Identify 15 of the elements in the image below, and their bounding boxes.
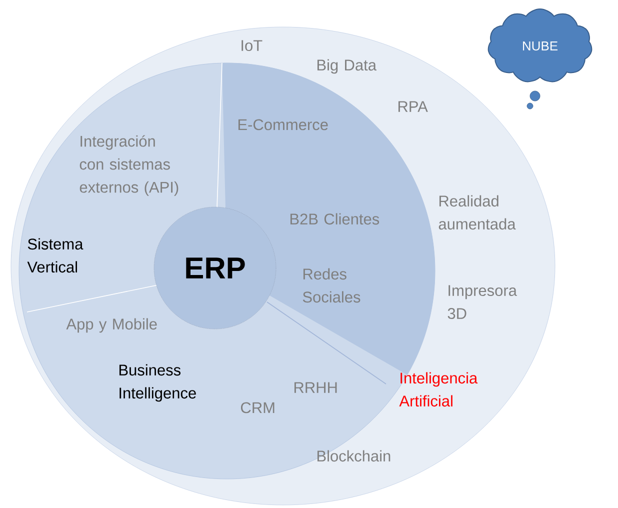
area-label: Integración con sistemas externos (API) (80, 135, 178, 196)
area-label: Big Data (317, 59, 376, 74)
area-label: Realidad aumentada (438, 195, 516, 230)
area-label: CRM (241, 402, 274, 414)
area-label: RRHH (294, 382, 337, 393)
area-label: B2B Clientes (290, 213, 380, 225)
area-label: Redes Sociales (302, 268, 360, 303)
area-label: Sistema Vertical (27, 238, 84, 273)
area-label: Impresora 3D (448, 285, 517, 320)
area-label: Inteligencia Artificial (399, 372, 478, 407)
area-label: RPA (398, 101, 428, 112)
area-label: IoT (242, 40, 262, 52)
area-label: Blockchain (317, 450, 390, 462)
area-label: E-Commerce (238, 119, 328, 130)
area-label: Business Intelligence (119, 364, 196, 402)
